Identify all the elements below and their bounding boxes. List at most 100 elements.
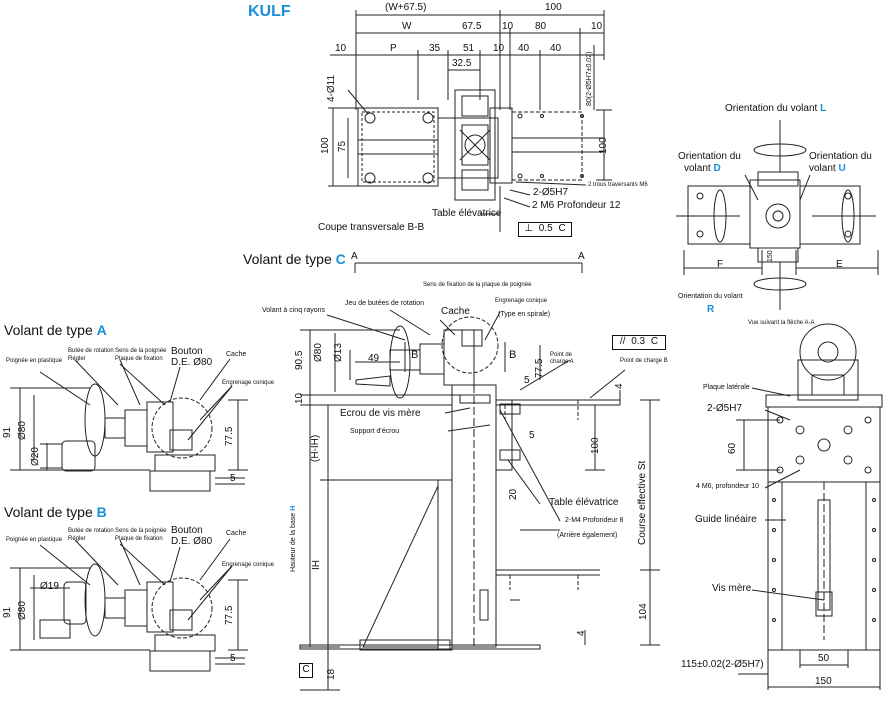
ref-c-frame: C: [299, 663, 313, 678]
b-sens: Sens de la poignée: [115, 528, 167, 534]
b-butee: Butée de rotation: [68, 528, 114, 534]
b-bouton: Bouton: [171, 525, 203, 536]
dim-60: 60: [727, 442, 738, 454]
orient-d-line2: volant D: [684, 163, 721, 174]
front-view-drawing: [736, 324, 882, 690]
orient-u: Orientation du: [809, 151, 872, 162]
dim-150-rt: 150: [767, 250, 774, 262]
dim-50: 50: [818, 653, 830, 664]
tol-ref: C: [558, 223, 566, 234]
ecrou: Ecrou de vis mère: [340, 408, 421, 419]
a-butee: Butée de rotation: [68, 348, 114, 354]
orient-d: Orientation du: [678, 151, 741, 162]
course-label: Course effective St: [637, 460, 648, 545]
dim-90-5: 90.5: [294, 350, 305, 370]
dim-10-d: 10: [493, 43, 505, 54]
volant-a-letter: A: [96, 322, 107, 338]
hole-4: 4-Ø11: [326, 74, 337, 102]
perpendicularity-frame: ⊥ 0.5 C: [518, 222, 572, 237]
dim-51: 51: [463, 43, 475, 54]
plaque-laterale: Plaque latérale: [703, 384, 750, 391]
arriere-label: (Arrière également): [557, 532, 618, 539]
volant-a-title: Volant de type A: [4, 322, 107, 338]
dim-5-b: 5: [529, 430, 535, 441]
a-dim-5: 5: [230, 473, 236, 484]
dim-10-a: 10: [502, 21, 514, 32]
dim-13: Ø13: [333, 343, 344, 362]
type-spirale: (Type en spirale): [498, 311, 551, 318]
b-dim-80: Ø80: [17, 601, 28, 620]
hole-2-5-rb: 2-Ø5H7: [707, 403, 743, 414]
dim-ih: IH: [311, 560, 322, 570]
volant-b-title: Volant de type B: [4, 504, 107, 520]
dim-77-5: 77.5: [534, 358, 545, 378]
mark-a2: A: [578, 251, 585, 262]
par-ref: C: [650, 336, 659, 347]
sens-fixation: Sens de fixation de la plaque de poignée: [423, 282, 532, 288]
sec-b2: B: [509, 349, 517, 361]
dim-p: P: [390, 43, 397, 54]
dim-e: E: [836, 259, 843, 270]
a-poignee: Poignée en plastique: [6, 358, 63, 364]
b-poignee: Poignée en plastique: [6, 537, 63, 543]
b-dim-77-5: 77.5: [224, 605, 235, 625]
dim-4-b: 4: [576, 630, 587, 636]
b-dim-5: 5: [230, 653, 236, 664]
dim-f: F: [717, 259, 724, 270]
dim-32-5: 32.5: [452, 58, 472, 69]
dim-40-a: 40: [518, 43, 530, 54]
volant-b-letter: B: [96, 504, 107, 520]
guide-lineaire: Guide linéaire: [695, 514, 757, 525]
letter-l: L: [820, 103, 827, 114]
b-engrenage: Engrenage conique: [222, 562, 275, 568]
a-plaque: Plaque de fixation: [115, 356, 163, 362]
dim-4-a: 4: [614, 383, 625, 389]
dim-10: 10: [294, 392, 305, 404]
dim-5-a: 5: [524, 375, 530, 386]
orient-l: Orientation du volant: [725, 103, 818, 114]
table-elevatrice-top: Table élévatrice: [432, 208, 502, 219]
support: Support d'écrou: [350, 428, 400, 435]
table-elevatrice-center: Table élévatrice: [549, 497, 619, 508]
a-dim-91: 91: [2, 426, 13, 438]
a-dim-80: Ø80: [17, 421, 28, 440]
dim-80: 80: [535, 21, 547, 32]
dim-75: 75: [337, 140, 348, 152]
dim-100-left: 100: [320, 137, 331, 154]
b-plaque: Plaque de fixation: [115, 536, 163, 542]
par-value: 0.3: [631, 336, 646, 347]
hauteur-base: Hauteur de la base: [290, 512, 297, 572]
vue-label: Vue suivant la flèche A-A: [748, 320, 815, 326]
a-cache: Cache: [226, 351, 247, 358]
b-dim-91: 91: [2, 606, 13, 618]
dim-80-center: Ø80: [313, 343, 324, 362]
cache-center: Cache: [441, 306, 470, 317]
a-regler: Régler: [68, 356, 86, 362]
dim-35: 35: [429, 43, 441, 54]
dim-10-c: 10: [335, 43, 347, 54]
dim-10-b: 10: [591, 21, 603, 32]
point-a: Point de charge A: [550, 352, 574, 365]
label-2m6: 2 M6 Profondeur 12: [532, 200, 621, 211]
dim-20: 20: [508, 488, 519, 500]
a-de80: D.E. Ø80: [171, 357, 213, 368]
jeu-butees: Jeu de butées de rotation: [345, 300, 425, 307]
parallelism-frame: // 0.3 C: [612, 335, 666, 350]
type-a-drawing: [10, 359, 248, 491]
side-view-drawing: [300, 310, 660, 690]
orient-u-line2: volant U: [809, 163, 846, 174]
volant-cinq: Volant à cinq rayons: [262, 307, 326, 314]
dim-67-5: 67.5: [462, 21, 482, 32]
dim-40-b: 40: [550, 43, 562, 54]
dim-100-right: 100: [598, 137, 609, 154]
b-de80: D.E. Ø80: [171, 536, 213, 547]
a-bouton: Bouton: [171, 346, 203, 357]
volant-c-label: Volant de type: [243, 251, 332, 267]
letter-u: U: [838, 163, 846, 174]
m6-rb: 4 M6, profondeur 10: [696, 483, 760, 490]
par-symbol: //: [619, 336, 626, 347]
b-regler: Régler: [68, 536, 86, 542]
a-engrenage: Engrenage conique: [222, 380, 275, 386]
a-dim-77-5: 77.5: [224, 426, 235, 446]
